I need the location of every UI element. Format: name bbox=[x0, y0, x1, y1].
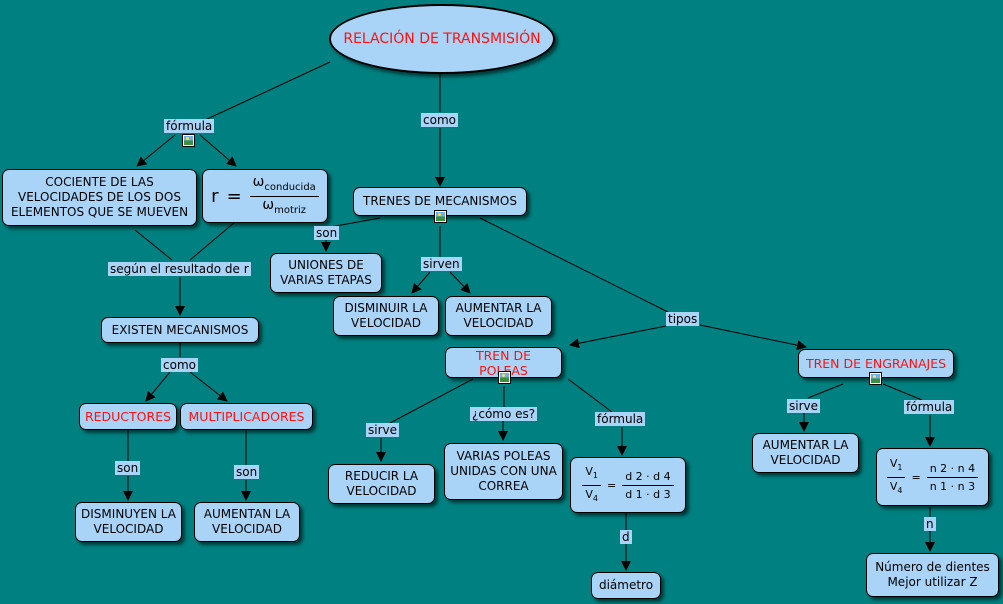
node-diametro-label: diámetro bbox=[598, 578, 654, 592]
formula-r-lhs: r bbox=[211, 185, 219, 207]
node-formula-engranajes[interactable]: V1 V4 = n 2 · n 4 n 1 · n 3 bbox=[876, 448, 989, 506]
node-uniones[interactable]: UNIONES DE VARIAS ETAPAS bbox=[270, 253, 382, 293]
node-dientes-label: Número de dientes Mejor utilizar Z bbox=[875, 560, 990, 589]
link-label-como-2: como bbox=[161, 358, 198, 372]
node-cociente[interactable]: COCIENTE DE LAS VELOCIDADES DE LOS DOS E… bbox=[2, 169, 197, 226]
formula-r-num-sub: conducida bbox=[264, 181, 316, 193]
formula-r-fraction: ωconducida ωmotriz bbox=[249, 173, 319, 218]
node-aumentan-label: AUMENTAN LA VELOCIDAD bbox=[203, 507, 291, 536]
link-label-como-1: como bbox=[421, 113, 458, 127]
formula-r-eq: = bbox=[226, 185, 242, 207]
formula-engranajes-lhs-den: V bbox=[889, 479, 898, 493]
node-trenes-label: TRENES DE MECANISMOS bbox=[363, 194, 517, 208]
image-icon[interactable] bbox=[869, 372, 882, 385]
link-label-n: n bbox=[924, 517, 936, 531]
node-cociente-label: COCIENTE DE LAS VELOCIDADES DE LOS DOS E… bbox=[10, 175, 189, 219]
link-label-sirve-2: sirve bbox=[787, 399, 821, 413]
node-reductores-label: REDUCTORES bbox=[84, 409, 172, 424]
node-disminuyen-label: DISMINUYEN LA VELOCIDAD bbox=[81, 507, 176, 536]
image-icon[interactable] bbox=[182, 134, 195, 147]
formula-engranajes-rhs-num: n 2 · n 4 bbox=[926, 461, 979, 478]
node-disminuir[interactable]: DISMINUIR LA VELOCIDAD bbox=[333, 296, 439, 336]
node-varias-poleas-label: VARIAS POLEAS UNIDAS CON UNA CORREA bbox=[450, 449, 557, 493]
formula-poleas-rhs-num: d 2 · d 4 bbox=[622, 469, 674, 486]
link-label-formula-3: fórmula bbox=[904, 400, 955, 414]
node-tren-poleas-label: TREN DE POLEAS bbox=[475, 347, 532, 378]
link-label-sirven: sirven bbox=[421, 257, 462, 271]
link-label-son-2: son bbox=[234, 465, 260, 479]
node-reducir[interactable]: REDUCIR LA VELOCIDAD bbox=[328, 464, 435, 504]
formula-poleas-lhs-den: V bbox=[585, 487, 593, 501]
node-diametro[interactable]: diámetro bbox=[591, 572, 661, 599]
node-formula-r[interactable]: r = ωconducida ωmotriz bbox=[202, 169, 328, 223]
formula-r-den: ω bbox=[262, 196, 275, 213]
node-aumentar-2[interactable]: AUMENTAR LA VELOCIDAD bbox=[752, 433, 859, 473]
node-existen-mecanismos[interactable]: EXISTEN MECANISMOS bbox=[101, 317, 259, 343]
formula-poleas-rhs-den: d 1 · d 3 bbox=[625, 487, 671, 501]
formula-poleas-lhs-den-sub: 4 bbox=[592, 493, 598, 503]
link-label-tipos: tipos bbox=[666, 312, 700, 326]
formula-poleas-lhs: V1 V4 bbox=[582, 464, 601, 505]
formula-engranajes-lhs-den-sub: 4 bbox=[897, 485, 903, 495]
link-label-sirve-1: sirve bbox=[366, 423, 400, 437]
link-label-comoes: ¿cómo es? bbox=[470, 407, 538, 421]
formula-engranajes-lhs-num-sub: 1 bbox=[897, 463, 903, 473]
node-aumentar-label: AUMENTAR LA VELOCIDAD bbox=[455, 301, 542, 330]
image-icon[interactable] bbox=[434, 210, 447, 223]
node-multiplicadores-label: MULTIPLICADORES bbox=[188, 409, 305, 424]
node-tren-engranajes-label: TREN DE ENGRANAJES bbox=[805, 356, 947, 371]
node-aumentar[interactable]: AUMENTAR LA VELOCIDAD bbox=[445, 296, 552, 336]
link-label-segun: según el resultado de r bbox=[108, 262, 251, 276]
formula-engranajes-lhs: V1 V4 bbox=[886, 456, 906, 497]
node-existen-label: EXISTEN MECANISMOS bbox=[111, 322, 249, 337]
node-varias-poleas[interactable]: VARIAS POLEAS UNIDAS CON UNA CORREA bbox=[444, 443, 563, 500]
node-disminuyen[interactable]: DISMINUYEN LA VELOCIDAD bbox=[75, 502, 182, 542]
link-label-formula-2: fórmula bbox=[595, 412, 646, 426]
root-concept-label: RELACIÓN DE TRANSMISIÓN bbox=[343, 30, 541, 47]
formula-engranajes-rhs-den: n 1 · n 3 bbox=[929, 479, 976, 493]
link-label-d: d bbox=[620, 530, 632, 544]
formula-poleas-lhs-num: V bbox=[585, 465, 593, 479]
node-disminuir-label: DISMINUIR LA VELOCIDAD bbox=[344, 301, 428, 330]
link-label-son-3: son bbox=[314, 226, 340, 240]
root-concept-node[interactable]: RELACIÓN DE TRANSMISIÓN bbox=[329, 4, 555, 74]
formula-engranajes-eq: = bbox=[911, 470, 921, 484]
node-reductores[interactable]: REDUCTORES bbox=[79, 403, 177, 430]
link-label-son-1: son bbox=[115, 461, 141, 475]
formula-poleas-eq: = bbox=[606, 478, 617, 492]
formula-engranajes-lhs-num: V bbox=[889, 457, 898, 471]
image-icon[interactable] bbox=[498, 371, 511, 384]
node-formula-poleas[interactable]: V1 V4 = d 2 · d 4 d 1 · d 3 bbox=[570, 457, 686, 513]
node-dientes[interactable]: Número de dientes Mejor utilizar Z bbox=[866, 553, 999, 597]
node-aumentar-2-label: AUMENTAR LA VELOCIDAD bbox=[762, 438, 849, 467]
node-uniones-label: UNIONES DE VARIAS ETAPAS bbox=[280, 258, 372, 287]
formula-r-den-sub: motriz bbox=[274, 204, 307, 216]
node-aumentan[interactable]: AUMENTAN LA VELOCIDAD bbox=[194, 502, 300, 542]
node-reducir-label: REDUCIR LA VELOCIDAD bbox=[344, 469, 419, 498]
formula-r-num: ω bbox=[252, 173, 265, 190]
formula-poleas-lhs-num-sub: 1 bbox=[592, 471, 598, 481]
link-label-formula: fórmula bbox=[164, 119, 215, 133]
formula-poleas-rhs: d 2 · d 4 d 1 · d 3 bbox=[622, 469, 674, 502]
formula-engranajes-rhs: n 2 · n 4 n 1 · n 3 bbox=[926, 461, 979, 494]
node-multiplicadores[interactable]: MULTIPLICADORES bbox=[180, 403, 313, 430]
